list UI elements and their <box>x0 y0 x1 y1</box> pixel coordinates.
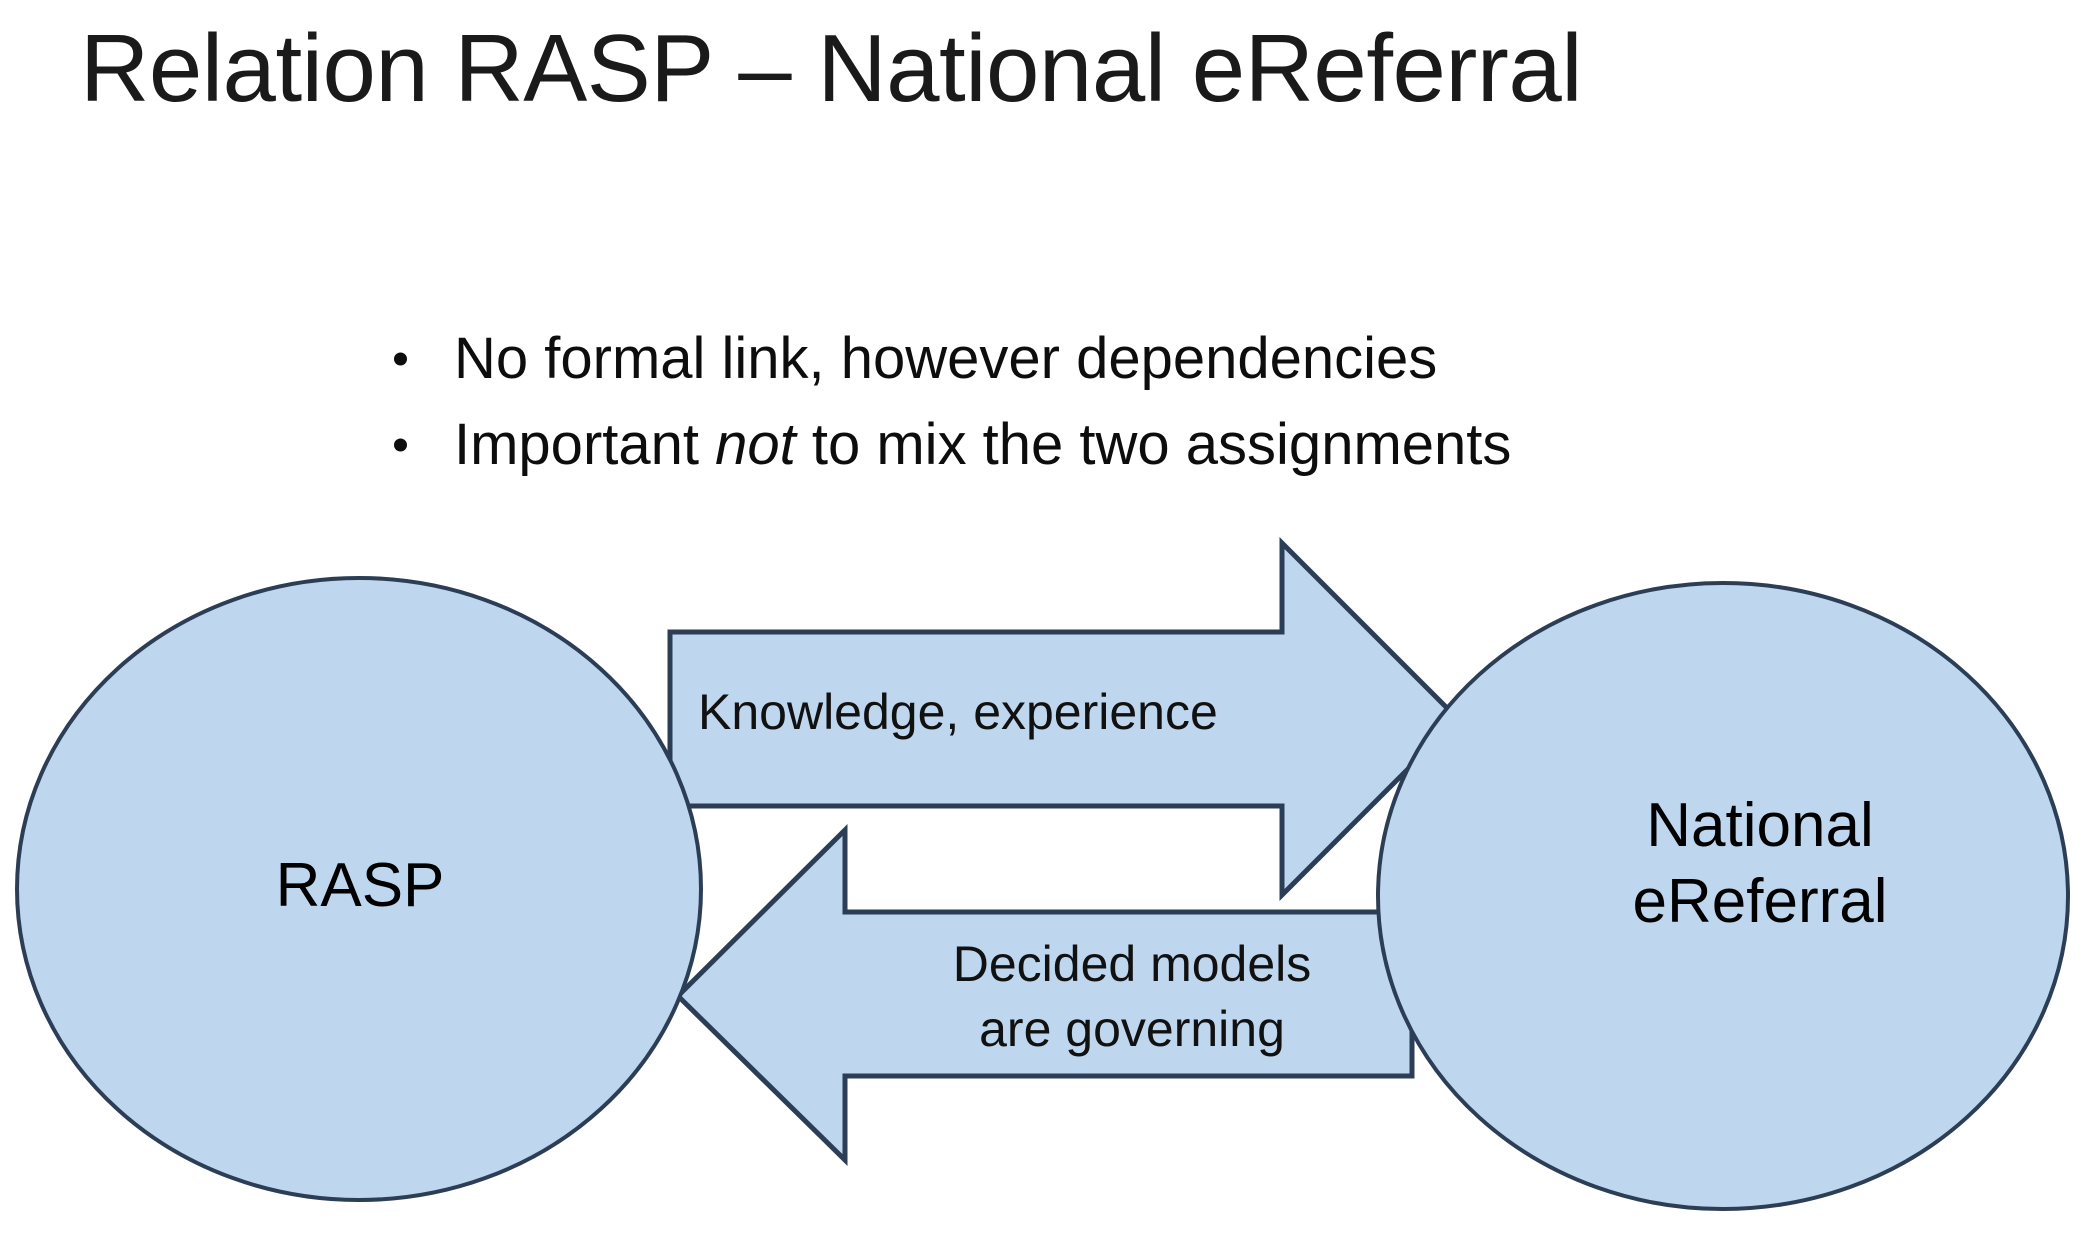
ereferral-node-shape[interactable] <box>1376 581 2070 1211</box>
list-item-text-tail: to mix the two assignments <box>795 412 1512 478</box>
bullet-list: No formal link, however dependencies Imp… <box>386 322 1946 494</box>
models-arrow-shape[interactable] <box>674 823 1415 1166</box>
list-item-text: Important <box>454 412 716 478</box>
bullet-dot-icon <box>394 438 407 452</box>
list-item-emphasis: not <box>715 412 796 478</box>
knowledge-arrow-shape[interactable] <box>667 536 1462 902</box>
list-item-text: No formal link, however dependencies <box>454 326 1438 391</box>
rasp-node-shape[interactable] <box>15 576 703 1202</box>
list-item: No formal link, however dependencies <box>386 322 1946 396</box>
list-item: Important not to mix the two assignments <box>386 408 1946 482</box>
page-title: Relation RASP – National eReferral <box>80 15 1583 122</box>
bullet-dot-icon <box>394 352 407 366</box>
